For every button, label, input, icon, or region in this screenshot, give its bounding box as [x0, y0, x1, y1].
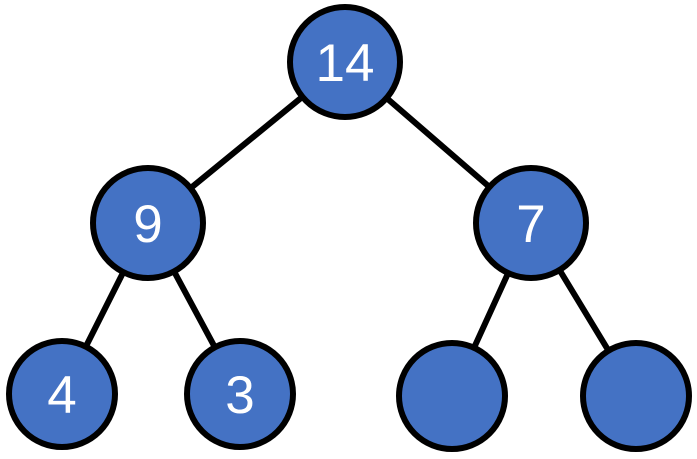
node-label-left: 9: [133, 195, 162, 254]
node-circle-right-right: [580, 340, 692, 452]
node-label-left-right: 3: [225, 366, 254, 425]
tree-node-left-right: 3: [184, 338, 296, 450]
tree-node-right-right: [580, 340, 692, 452]
node-circle-left-left: [6, 338, 118, 450]
node-circle-right-left: [396, 340, 508, 452]
node-circle-left: [90, 165, 206, 281]
node-circle-right: [473, 165, 589, 281]
node-circle-left-right: [184, 338, 296, 450]
node-label-root: 14: [316, 34, 375, 93]
node-circle-root: [287, 4, 403, 120]
tree-node-root: 14: [287, 4, 403, 120]
tree-node-left-left: 4: [6, 338, 118, 450]
tree-node-right: 7: [473, 165, 589, 281]
tree-node-right-left: [396, 340, 508, 452]
node-label-left-left: 4: [47, 366, 76, 425]
tree-node-left: 9: [90, 165, 206, 281]
node-label-right: 7: [516, 195, 545, 254]
